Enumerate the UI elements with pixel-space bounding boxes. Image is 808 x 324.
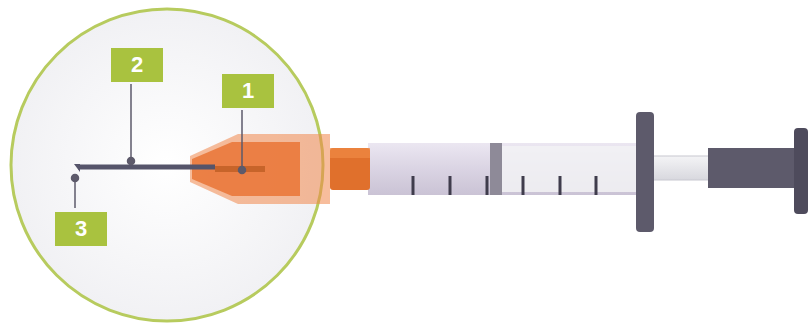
syringe-barrel: [368, 143, 642, 195]
callout-number: 1: [222, 74, 274, 108]
needle-shaft: [78, 165, 215, 170]
hub-collar: [330, 148, 370, 190]
callout-number: 3: [55, 212, 107, 246]
magnifier-circle: [11, 9, 323, 321]
plunger-end: [708, 148, 798, 188]
barrel-flange: [636, 112, 654, 232]
needle-bevel: [74, 164, 80, 172]
plunger-stopper: [490, 143, 502, 195]
leader-lines: [72, 84, 246, 208]
thumb-rest: [794, 128, 808, 214]
callout-number: 2: [111, 48, 163, 82]
scale-ticks: [413, 176, 596, 195]
